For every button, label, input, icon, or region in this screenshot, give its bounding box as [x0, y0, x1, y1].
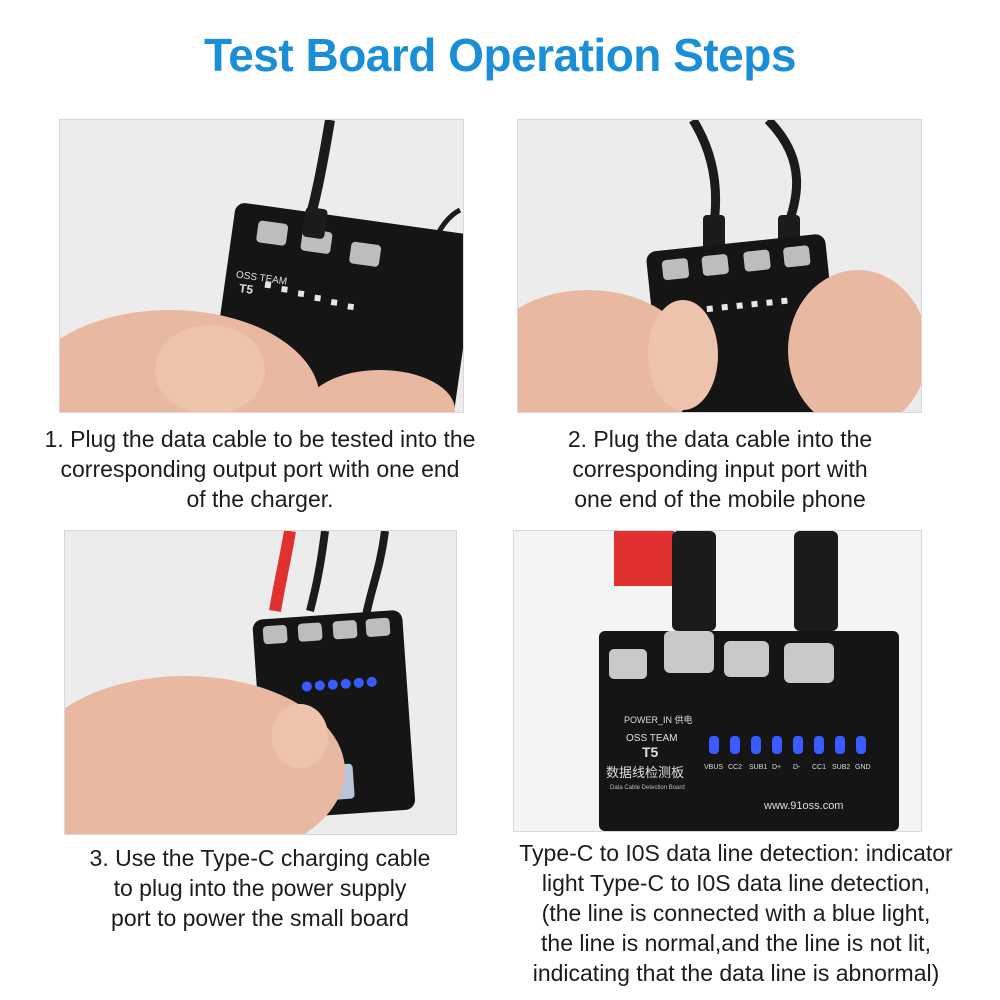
- caption-line: 2. Plug the data cable into the: [567, 426, 873, 452]
- page-title: Test Board Operation Steps: [204, 29, 796, 81]
- power-label: POWER_IN 供电: [624, 714, 693, 725]
- caption-line: 3. Use the Type-C charging cable: [89, 845, 431, 871]
- caption-line: of the charger.: [186, 486, 334, 512]
- board-model-text: T5: [642, 744, 659, 760]
- pin-label: SUB2: [832, 764, 850, 771]
- pin-label: D+: [772, 764, 781, 771]
- caption-line: corresponding input port with: [572, 456, 868, 482]
- pin-label: SUB1: [749, 764, 767, 771]
- board-model-text: T5: [238, 281, 254, 297]
- caption-line: (the line is connected with a blue light…: [541, 900, 931, 926]
- board-brand-text: OSS TEAM: [626, 733, 678, 744]
- step-3-photo: [64, 530, 457, 835]
- step-4-caption: Type-C to I0S data line detection: indic…: [488, 838, 984, 988]
- caption-line: corresponding output port with one end: [60, 456, 460, 482]
- caption-line: indicating that the data line is abnorma…: [532, 960, 940, 986]
- step-3-caption: 3. Use the Type-C charging cable to plug…: [50, 843, 470, 933]
- step-2-photo: [517, 119, 922, 413]
- caption-line: the line is normal,and the line is not l…: [541, 930, 931, 956]
- led-row: [264, 281, 355, 311]
- step-1-caption: 1. Plug the data cable to be tested into…: [20, 424, 500, 514]
- board-name-en: Data Cable Detection Board: [610, 785, 685, 791]
- caption-line: Type-C to I0S data line detection: indic…: [519, 840, 953, 866]
- led-row: [706, 297, 788, 313]
- caption-line: 1. Plug the data cable to be tested into…: [44, 426, 476, 452]
- caption-line: port to power the small board: [111, 905, 409, 931]
- caption-line: light Type-C to I0S data line detection,: [541, 870, 931, 896]
- board-url: www.91oss.com: [763, 800, 843, 812]
- step-4-photo: POWER_IN 供电 OSS TEAM T5 数据线检测板 Data Cabl…: [513, 530, 922, 832]
- pin-label: VBUS: [704, 764, 723, 771]
- step-1-photo: OSS TEAM T5: [59, 119, 464, 413]
- led-row-lit: [709, 736, 866, 754]
- pin-label: CC2: [728, 764, 742, 771]
- pin-label: D-: [793, 764, 801, 771]
- led-row-lit: [301, 676, 377, 692]
- board-name-cn: 数据线检测板: [606, 766, 684, 781]
- pin-labels: VBUS CC2 SUB1 D+ D- CC1 SUB2 GND: [704, 764, 871, 771]
- pin-label: GND: [855, 764, 871, 771]
- step-2-caption: 2. Plug the data cable into the correspo…: [500, 424, 940, 514]
- test-board: POWER_IN 供电 OSS TEAM T5 数据线检测板 Data Cabl…: [599, 631, 899, 831]
- pin-label: CC1: [812, 764, 826, 771]
- caption-line: one end of the mobile phone: [574, 486, 866, 512]
- caption-line: to plug into the power supply: [113, 875, 407, 901]
